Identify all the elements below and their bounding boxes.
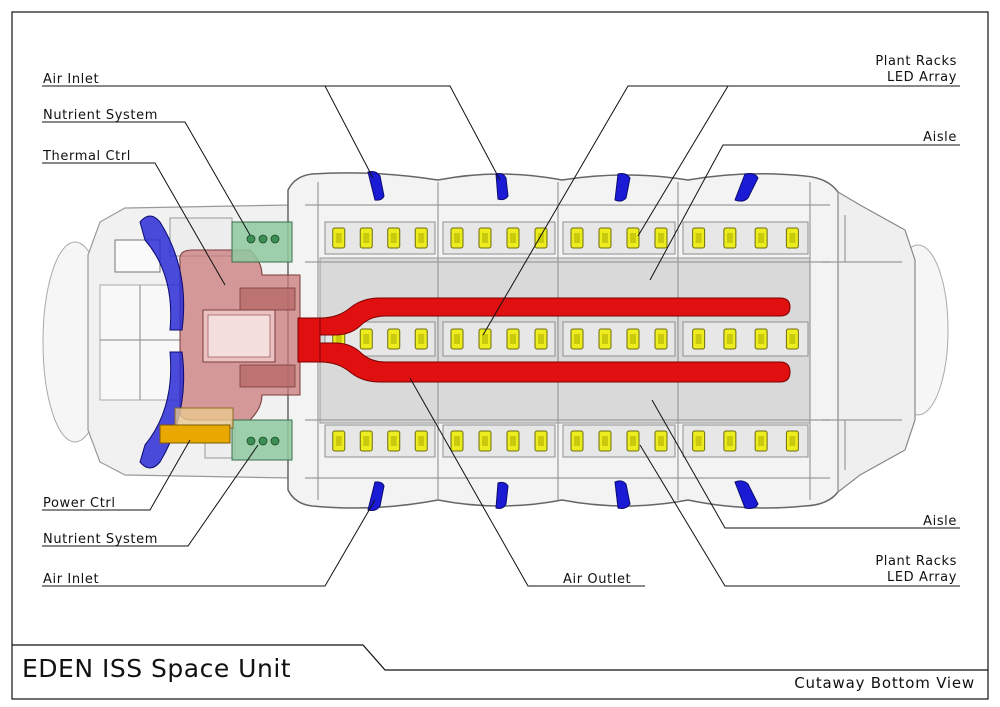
led-module-core [390,436,397,446]
led-module-core [510,334,516,344]
led-module-core [454,334,460,344]
led-module-core [630,334,636,344]
led-module-core [602,233,608,243]
drawing-frame [11,11,989,700]
end-section-shell [837,190,916,494]
led-module-core [335,436,342,446]
led-module-core [363,334,370,344]
structural-frame [305,182,830,500]
air-outlet-ducts [297,297,791,383]
led-module-core [789,334,796,344]
power-ctrl-unit [159,407,234,444]
led-module-core [658,233,664,243]
label-plant-racks-bottom: Plant Racks [875,554,957,569]
led-module-core [602,334,608,344]
led-module-core [695,233,702,243]
title-block-lines [12,644,988,671]
led-module-core [695,334,702,344]
led-module-core [726,334,733,344]
service-air-duct-top [139,215,185,331]
led-module-core [630,233,636,243]
led-module-core [630,436,636,446]
led-module-core [482,436,488,446]
led-module-core [758,334,765,344]
led-module-core [658,436,664,446]
label-power-ctrl: Power Ctrl [43,496,116,511]
led-module-core [538,233,544,243]
led-module-core [789,233,796,243]
led-module-core [335,334,342,344]
nutrient-system-bottom [231,419,293,461]
label-air-inlet-bottom: Air Inlet [43,572,99,587]
thermal-ctrl-unit [179,249,301,421]
label-air-inlet-top: Air Inlet [43,72,99,87]
led-module-core [726,233,733,243]
led-module-core [418,436,425,446]
label-thermal-ctrl: Thermal Ctrl [42,149,131,164]
page-title: EDEN ISS Space Unit [22,654,291,683]
leader-lines [42,85,960,587]
led-module-core [574,436,580,446]
label-aisle-top: Aisle [923,130,957,145]
led-module-core [538,436,544,446]
led-module-core [363,233,370,243]
label-led-array-top: LED Array [887,70,957,85]
label-nutrient-system-bottom: Nutrient System [43,532,158,547]
led-module-core [695,436,702,446]
led-module-core [482,233,488,243]
page-subtitle: Cutaway Bottom View [794,674,975,692]
led-module-core [510,233,516,243]
label-led-array-bottom: LED Array [887,570,957,585]
service-air-duct-bottom [139,351,185,469]
led-module-core [390,233,397,243]
led-module-core [574,334,580,344]
led-module-core [418,233,425,243]
labels: Air Inlet Nutrient System Thermal Ctrl P… [42,54,957,587]
led-module-core [363,436,370,446]
led-module-core [789,436,796,446]
led-module-core [538,334,544,344]
led-module-core [454,233,460,243]
led-module-core [482,334,488,344]
led-module-core [602,436,608,446]
led-module-core [658,334,664,344]
nutrient-system-top [231,221,293,263]
air-inlets [367,171,759,511]
label-nutrient-system-top: Nutrient System [43,108,158,123]
led-module-core [726,436,733,446]
led-module-core [758,233,765,243]
label-plant-racks-top: Plant Racks [875,54,957,69]
led-module-core [510,436,516,446]
led-module-core [758,436,765,446]
label-air-outlet: Air Outlet [563,572,631,587]
label-aisle-bottom: Aisle [923,514,957,529]
service-section-internals [99,217,236,459]
led-module-core [418,334,425,344]
led-module-core [335,233,342,243]
led-module-core [454,436,460,446]
module-body [42,171,949,511]
led-module-core [574,233,580,243]
led-module-core [390,334,397,344]
